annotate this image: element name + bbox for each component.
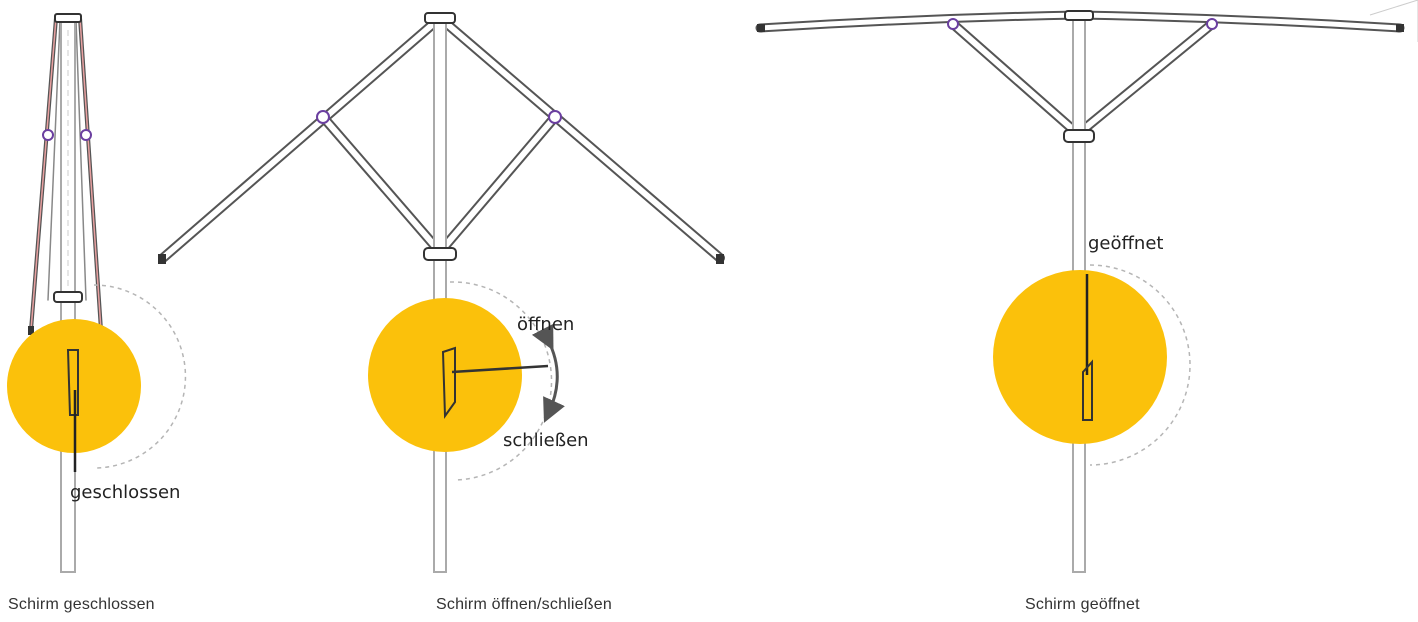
page-corner xyxy=(1369,0,1418,42)
hinge-joint xyxy=(42,129,54,141)
state-label-opened: geöffnet xyxy=(1088,233,1163,254)
rotate-arrow-icon xyxy=(531,323,565,423)
ribs xyxy=(158,13,725,263)
crank-disc xyxy=(993,270,1167,444)
pole xyxy=(433,19,447,573)
caption-open-close: Schirm öffnen/schließen xyxy=(436,596,612,613)
folded-ribs xyxy=(29,16,103,332)
panel-closed: geschlossen xyxy=(7,13,187,573)
crank-handle xyxy=(66,349,79,416)
state-label-closed: geschlossen xyxy=(70,482,180,503)
crank-handle xyxy=(441,346,456,419)
dashed-arc xyxy=(93,284,187,469)
caption-opened: Schirm geöffnet xyxy=(1025,596,1140,613)
runner xyxy=(1063,129,1095,143)
hinge-joint xyxy=(548,110,562,124)
hinge-joint xyxy=(947,18,959,30)
hinge-joint xyxy=(1206,18,1218,30)
close-label: schließen xyxy=(503,430,589,451)
caption-closed: Schirm geschlossen xyxy=(8,596,155,613)
hinge-joint xyxy=(80,129,92,141)
hinge-joint xyxy=(316,110,330,124)
open-label: öffnen xyxy=(517,314,574,335)
crank-disc xyxy=(7,319,141,453)
top-cap xyxy=(54,13,82,23)
crank-handle xyxy=(1082,359,1093,421)
top-cap xyxy=(424,12,456,24)
top-cap xyxy=(1064,10,1094,21)
dashed-arc xyxy=(1089,264,1191,466)
crank-disc xyxy=(368,298,522,452)
panel-open-close: öffnen schließen xyxy=(158,12,725,573)
runner xyxy=(53,291,83,303)
runner xyxy=(423,247,457,261)
panel-opened: geöffnet xyxy=(755,0,1418,573)
